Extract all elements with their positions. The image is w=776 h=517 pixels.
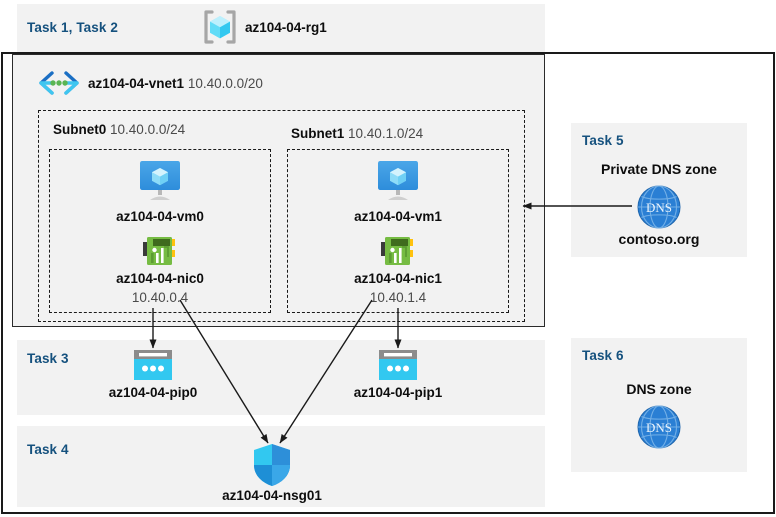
dns-icon-text: DNS [646, 200, 672, 215]
task4-label: Task 4 [27, 442, 69, 457]
vm0-name: az104-04-vm0 [116, 209, 204, 224]
vnet-container [12, 54, 545, 327]
subnet0-header-text: Subnet0 10.40.0.0/24 [53, 122, 185, 137]
dns-zone-heading: DNS zone [626, 381, 692, 397]
pip1-name: az104-04-pip1 [353, 385, 443, 400]
vnet-name: az104-04-vnet1 [88, 76, 185, 91]
task5-label: Task 5 [582, 133, 624, 148]
lab-outer-frame [1, 52, 775, 514]
subnet0-label: Subnet0 [53, 122, 107, 137]
subnet0-cidr: 10.40.0.0/24 [110, 122, 186, 137]
task3-label: Task 3 [27, 351, 69, 366]
task3-band [17, 340, 545, 415]
public-ip-address-icon [134, 350, 172, 380]
task6-panel [571, 338, 747, 472]
public-ip-address-icon [379, 350, 417, 380]
nic0-ip: 10.40.0.4 [131, 290, 189, 305]
nsg-name: az104-04-nsg01 [222, 488, 322, 503]
task1-task2-band [17, 4, 545, 52]
vnet-cidr: 10.40.0.0/20 [187, 76, 263, 91]
subnet1-label: Subnet1 [291, 126, 345, 141]
dns-zone-icon: DNS [637, 185, 681, 229]
task6-label: Task 6 [582, 348, 624, 363]
nic0-name: az104-04-nic0 [116, 271, 204, 286]
network-interface-icon [143, 236, 177, 268]
resource-group-name: az104-04-rg1 [245, 20, 327, 35]
vnet-header-text: az104-04-vnet1 10.40.0.0/20 [88, 76, 263, 91]
virtual-network-icon [36, 70, 82, 96]
resource-group-icon [201, 8, 239, 46]
subnet1-header-text: Subnet1 10.40.1.0/24 [291, 126, 423, 141]
dns-icon-text: DNS [646, 420, 672, 435]
private-dns-zone-name: contoso.org [618, 231, 700, 247]
nic1-name: az104-04-nic1 [354, 271, 442, 286]
private-dns-zone-heading: Private DNS zone [601, 161, 717, 177]
virtual-machine-icon [375, 160, 421, 202]
network-interface-icon [381, 236, 415, 268]
pip0-name: az104-04-pip0 [108, 385, 198, 400]
dns-zone-icon: DNS [637, 405, 681, 449]
vm1-name: az104-04-vm1 [354, 209, 442, 224]
subnet0-box [49, 149, 271, 313]
nic1-ip: 10.40.1.4 [369, 290, 427, 305]
virtual-machine-icon [137, 160, 183, 202]
subnet1-cidr: 10.40.1.0/24 [348, 126, 424, 141]
task1-task2-label: Task 1, Task 2 [27, 20, 118, 35]
network-security-group-icon [253, 443, 291, 487]
